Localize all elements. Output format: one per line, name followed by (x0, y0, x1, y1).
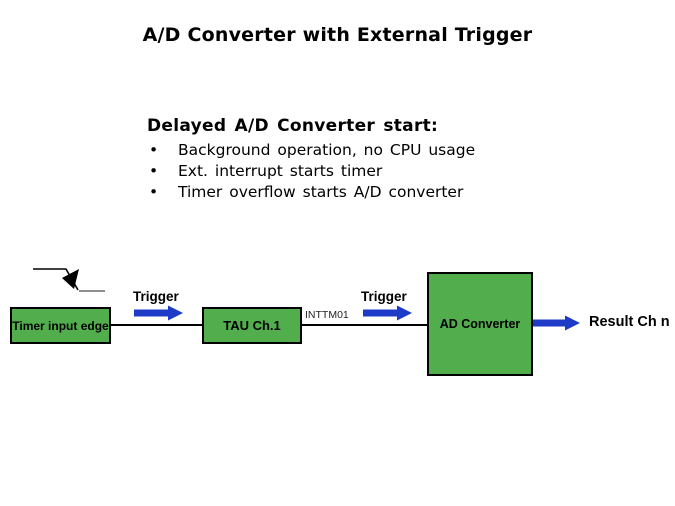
trigger-label-2: Trigger (361, 289, 407, 304)
info-bullet-list: Background operation, no CPU usage Ext. … (147, 140, 567, 203)
trigger-label-1: Trigger (133, 289, 179, 304)
page-title: A/D Converter with External Trigger (142, 23, 533, 46)
trigger-arrow-2 (363, 305, 412, 321)
trigger-arrow-1 (134, 305, 183, 321)
block-timer-input-edge-label: Timer input edge (12, 318, 109, 333)
info-heading: Delayed A/D Converter start: (147, 116, 439, 136)
block-timer-input-edge: Timer input edge (10, 307, 111, 344)
block-ad-converter: AD Converter (427, 272, 533, 376)
inttm01-label: INTTM01 (305, 309, 349, 321)
block-tau-ch1: TAU Ch.1 (202, 307, 302, 344)
block-ad-converter-label: AD Converter (439, 317, 521, 331)
result-arrow (533, 315, 580, 331)
block-tau-ch1-label: TAU Ch.1 (223, 318, 281, 333)
info-block: Delayed A/D Converter start: Background … (147, 115, 567, 203)
result-label: Result Ch n (589, 314, 670, 330)
bullet-item: Ext. interrupt starts timer (147, 161, 567, 182)
bullet-item: Timer overflow starts A/D converter (147, 182, 567, 203)
falling-edge-arrowhead-icon (62, 269, 79, 289)
bullet-item: Background operation, no CPU usage (147, 140, 567, 161)
